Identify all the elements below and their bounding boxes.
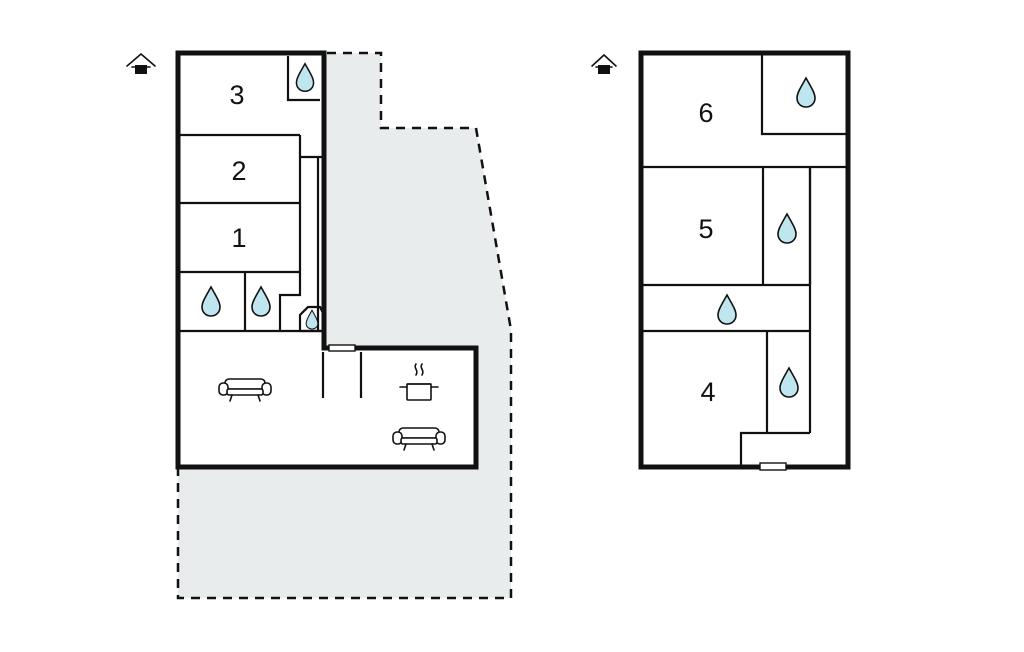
house-entrance-icon: [126, 53, 156, 74]
sofa-icon: [218, 378, 272, 402]
room-number-1: 1: [231, 223, 246, 253]
ground-floor-outer-wall: [175, 50, 479, 470]
room-number-6: 6: [698, 98, 713, 128]
upper-floor-outer-wall: [638, 50, 851, 470]
terrace-area: [178, 53, 511, 598]
house-entrance-icon: [591, 54, 617, 74]
upper-floor-interior-walls: [641, 53, 848, 467]
room-number-4: 4: [700, 377, 715, 407]
water-drop-icon: [717, 294, 737, 325]
ground-floor-plan: 3 2 1: [126, 50, 513, 600]
sofa-icon: [392, 427, 446, 451]
cooking-pot-icon: [399, 363, 439, 401]
water-drop-icon: [251, 286, 271, 317]
door-icon: [759, 462, 787, 471]
upper-floor-plan: 6 5 4: [591, 50, 851, 471]
water-drop-icon: [295, 62, 315, 93]
water-drop-icon: [201, 286, 221, 317]
room-number-5: 5: [698, 214, 713, 244]
water-drop-icon: [777, 213, 797, 244]
ground-floor-interior-walls: [178, 56, 363, 398]
water-drop-icon: [305, 309, 319, 330]
room-number-3: 3: [229, 80, 244, 110]
water-drop-icon: [796, 77, 816, 108]
door-icon: [328, 344, 356, 352]
room-number-2: 2: [231, 156, 246, 186]
terrace-outline: [176, 51, 513, 600]
water-drop-icon: [779, 367, 799, 398]
